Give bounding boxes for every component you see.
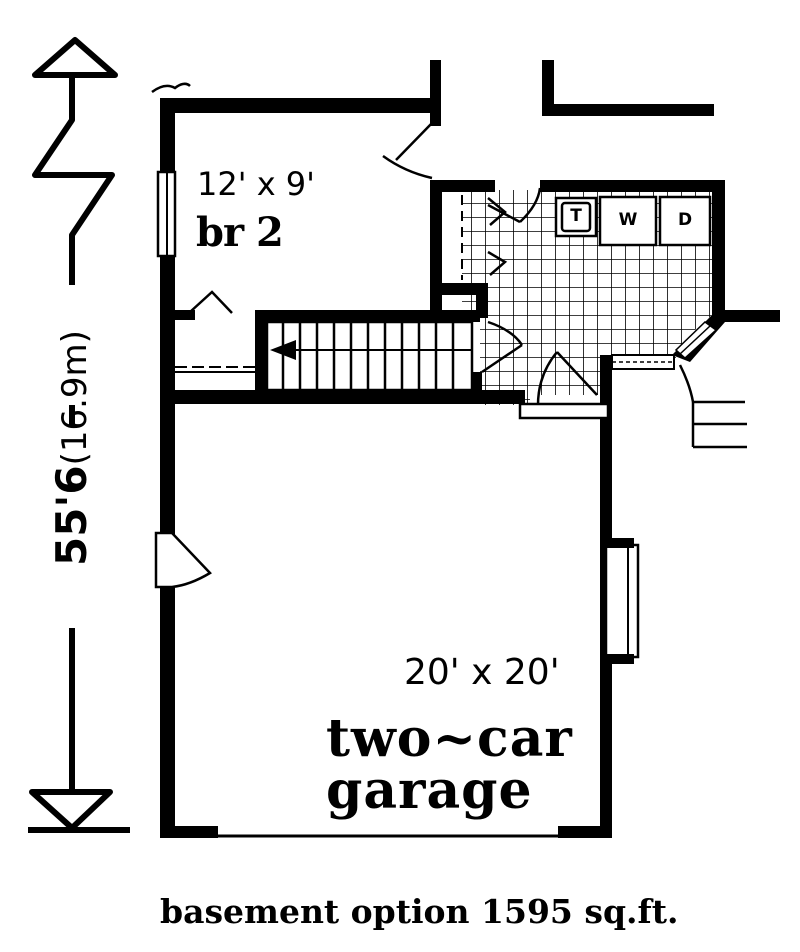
walls <box>151 60 780 838</box>
garage-side-door <box>154 531 212 589</box>
stair-direction-arrow-icon <box>270 340 296 360</box>
window-br2 <box>156 170 177 258</box>
washer-label: W <box>618 210 638 230</box>
laundry-doors <box>481 320 610 420</box>
washer-box <box>598 195 658 247</box>
laundry-closet <box>442 187 542 283</box>
garage-name-line2: garage <box>326 760 533 821</box>
dryer-label: D <box>677 210 693 230</box>
overall-dimension-label: 55'6(16.9m) <box>47 330 96 566</box>
br2-dimensions: 12' x 9' <box>197 165 315 203</box>
appliances <box>554 195 712 247</box>
plan-caption: basement option 1595 sq.ft. <box>160 892 679 931</box>
dimension-line <box>28 37 130 833</box>
door-br2 <box>382 121 434 180</box>
overall-dimension-imperial: 55'6 <box>47 465 96 566</box>
staircase <box>265 320 474 392</box>
overall-dimension-metric: (16.9m) <box>55 330 95 466</box>
garage-name-line1: two~car <box>326 708 573 769</box>
dryer-box <box>658 195 712 247</box>
tub-label: T <box>570 206 582 226</box>
exterior-steps <box>678 364 747 449</box>
angled-window <box>611 315 725 370</box>
garage-window <box>604 538 640 664</box>
closet-br2 <box>175 290 255 373</box>
garage-dimensions: 20' x 20' <box>404 652 560 693</box>
br2-name: br 2 <box>196 209 284 256</box>
